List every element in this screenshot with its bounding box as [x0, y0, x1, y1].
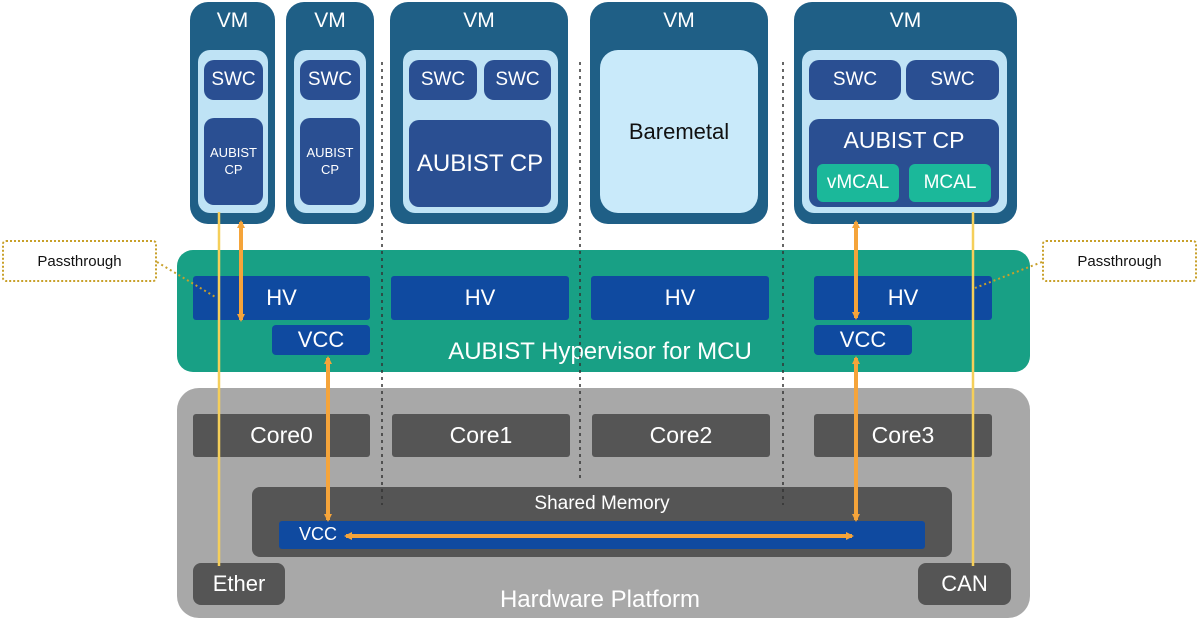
vm-4-title: VM [889, 9, 922, 32]
hv-1: HV [391, 276, 569, 320]
vm-4-aubist-cp: AUBIST CP [843, 126, 965, 153]
vm-1-swc: SWC [300, 60, 360, 100]
vcc-shared-label: VCC [299, 524, 338, 544]
callout-leader-left [156, 261, 218, 299]
vcc-right: VCC [814, 325, 912, 355]
callout-leader-right [974, 261, 1043, 289]
core-0: Core0 [193, 414, 370, 457]
vm-0-title: VM [216, 9, 249, 32]
hv-0: HV [193, 276, 370, 320]
vm-2-swc-0: SWC [409, 60, 477, 100]
vm-4-swc-1: SWC [906, 60, 999, 100]
vm-2-title: VM [463, 9, 495, 32]
ether-port: Ether [193, 563, 285, 605]
hardware-platform-label: Hardware Platform [499, 586, 701, 613]
can-port: CAN [918, 563, 1011, 605]
vcc-left: VCC [272, 325, 370, 355]
passthrough-callout-right: Passthrough [1042, 240, 1197, 282]
vm-4-mcal: MCAL [909, 164, 991, 202]
core-3: Core3 [814, 414, 992, 457]
passthrough-callout-left: Passthrough [2, 240, 157, 282]
vm-1-title: VM [314, 9, 346, 32]
vm-2-swc-1: SWC [484, 60, 551, 100]
vm-3-title: VM [663, 9, 695, 32]
hv-3: HV [814, 276, 992, 320]
core-2: Core2 [592, 414, 770, 457]
shared-memory-label: Shared Memory [534, 493, 670, 514]
vm-4-swc-0: SWC [809, 60, 901, 100]
hv-2: HV [591, 276, 769, 320]
vm-3-baremetal: Baremetal [600, 50, 758, 213]
vm-0-swc: SWC [204, 60, 263, 100]
vm-4-vmcal: vMCAL [817, 164, 899, 202]
vm-2-aubist-cp: AUBIST CP [409, 120, 551, 207]
core-1: Core1 [392, 414, 570, 457]
vm-1-aubist-cp: AUBIST CP [300, 118, 360, 205]
hypervisor-label: AUBIST Hypervisor for MCU [448, 338, 752, 365]
vm-0-aubist-cp: AUBIST CP [204, 118, 263, 205]
